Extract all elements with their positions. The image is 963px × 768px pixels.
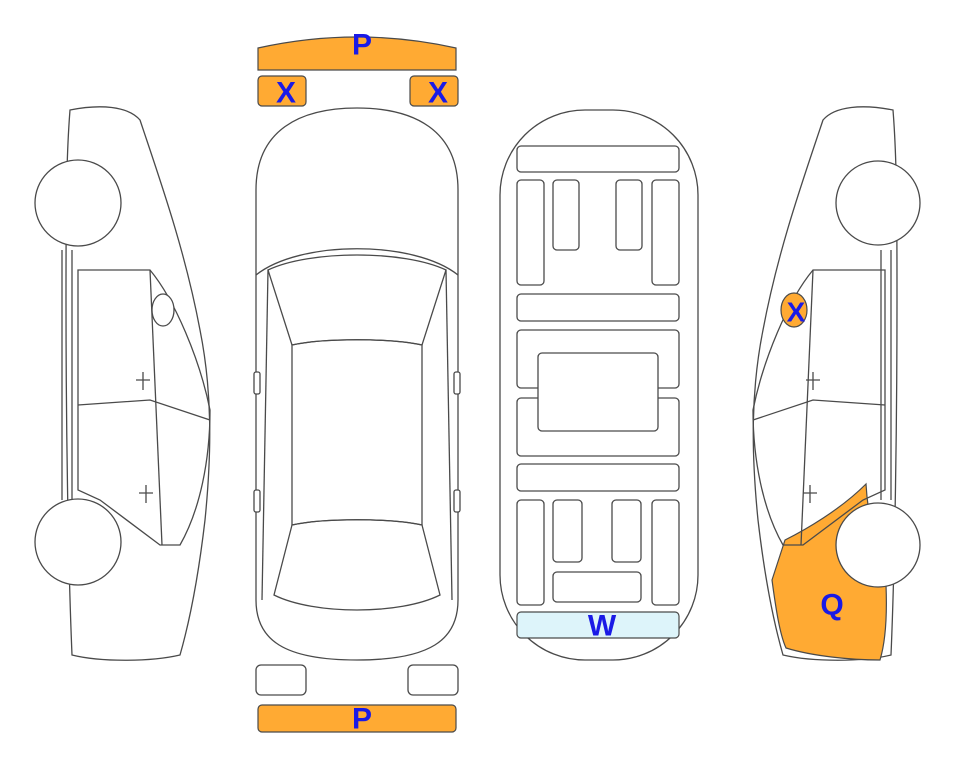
right-side-door-line xyxy=(752,399,886,421)
rear-left-light[interactable] xyxy=(255,664,307,696)
top-view-left-rear-handle[interactable] xyxy=(253,489,261,513)
front-right-light-label: X xyxy=(428,77,448,110)
top-view-left-mirror[interactable] xyxy=(253,371,261,395)
front-left-light[interactable] xyxy=(257,75,307,107)
rear-right-seat[interactable] xyxy=(651,499,680,606)
front-right-seat[interactable] xyxy=(651,179,680,286)
front-left-seat[interactable] xyxy=(516,179,545,286)
rear-left-seat-cushion[interactable] xyxy=(552,499,583,563)
left-side-view xyxy=(34,106,211,661)
top-view-rear-window[interactable] xyxy=(273,519,441,611)
top-view-right-mirror[interactable] xyxy=(453,371,461,395)
front-right-seat-cushion[interactable] xyxy=(615,179,643,251)
right-mirror-label: X xyxy=(787,297,806,328)
front-right-light[interactable] xyxy=(409,75,459,107)
right-rear-quarter-label: Q xyxy=(820,589,843,622)
front-bumper[interactable] xyxy=(257,36,457,71)
right-side-rear-handle[interactable] xyxy=(803,485,817,503)
right-side-sill xyxy=(880,250,892,500)
left-side-rear-handle[interactable] xyxy=(139,485,153,503)
center-console-front[interactable] xyxy=(516,293,680,322)
rear-shelf[interactable] xyxy=(552,571,642,603)
right-side-pillar xyxy=(800,269,814,546)
rear-right-light[interactable] xyxy=(407,664,459,696)
left-side-rear-wheel[interactable] xyxy=(34,498,122,586)
rear-bumper-label: P xyxy=(352,703,372,736)
top-view-body[interactable] xyxy=(255,107,459,661)
right-side-front-wheel[interactable] xyxy=(835,160,921,246)
rear-right-seat-cushion[interactable] xyxy=(611,499,642,563)
top-view-hood-line xyxy=(255,248,459,276)
left-side-front-wheel[interactable] xyxy=(34,159,122,247)
rear-window[interactable] xyxy=(516,611,680,639)
front-left-light-label: X xyxy=(276,77,296,110)
right-side-view: X Q xyxy=(752,106,921,661)
rear-bench-back[interactable] xyxy=(516,463,680,492)
top-view-right-side-line xyxy=(445,269,453,601)
right-mirror[interactable] xyxy=(780,292,808,328)
left-side-pillar xyxy=(149,269,163,546)
right-side-rear-wheel[interactable] xyxy=(835,502,921,588)
top-view: P X X P xyxy=(253,29,461,736)
left-side-door-line xyxy=(77,399,211,421)
center-console[interactable] xyxy=(537,352,659,432)
interior-view: W xyxy=(499,109,699,661)
left-side-mirror[interactable] xyxy=(151,293,175,327)
rear-left-seat[interactable] xyxy=(516,499,545,606)
right-side-front-handle[interactable] xyxy=(806,372,820,390)
left-side-front-handle[interactable] xyxy=(136,372,150,390)
front-bumper-label: P xyxy=(352,29,372,62)
rear-window-label: W xyxy=(588,610,617,643)
top-view-left-side-line xyxy=(261,269,269,601)
left-side-sill xyxy=(61,250,73,500)
front-left-seat-cushion[interactable] xyxy=(552,179,580,251)
rear-bumper[interactable] xyxy=(257,704,457,733)
top-view-right-rear-handle[interactable] xyxy=(453,489,461,513)
dashboard[interactable] xyxy=(516,145,680,173)
